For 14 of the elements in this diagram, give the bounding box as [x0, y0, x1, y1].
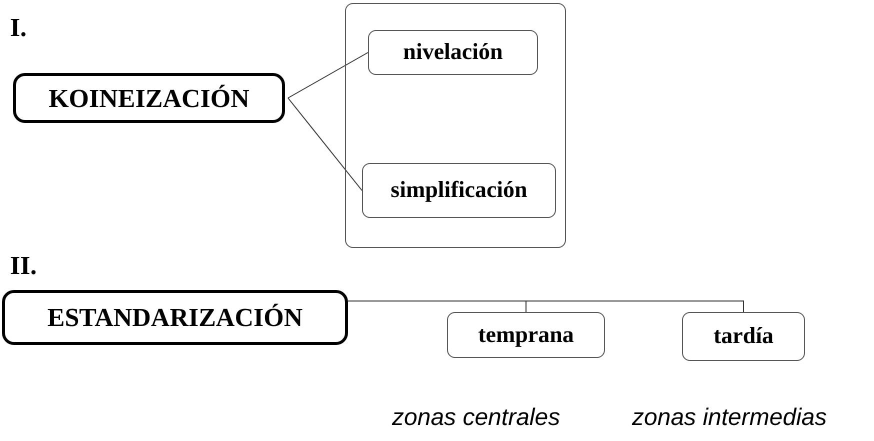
term-box: nivelación [368, 30, 538, 75]
term-box: ESTANDARIZACIÓN [2, 290, 348, 345]
term-box: temprana [447, 312, 605, 358]
term-box: KOINEIZACIÓN [13, 73, 285, 123]
zone-note: zonas centrales [392, 403, 560, 433]
connector-line [288, 98, 362, 191]
zone-note: zonas intermedias [632, 403, 827, 433]
group-box [345, 3, 566, 248]
section-numeral: II. [10, 250, 37, 282]
connector-line [348, 300, 744, 312]
term-box: tardía [682, 312, 805, 361]
connector-line [288, 52, 368, 98]
section-numeral: I. [10, 12, 27, 44]
term-box: simplificación [362, 163, 556, 218]
